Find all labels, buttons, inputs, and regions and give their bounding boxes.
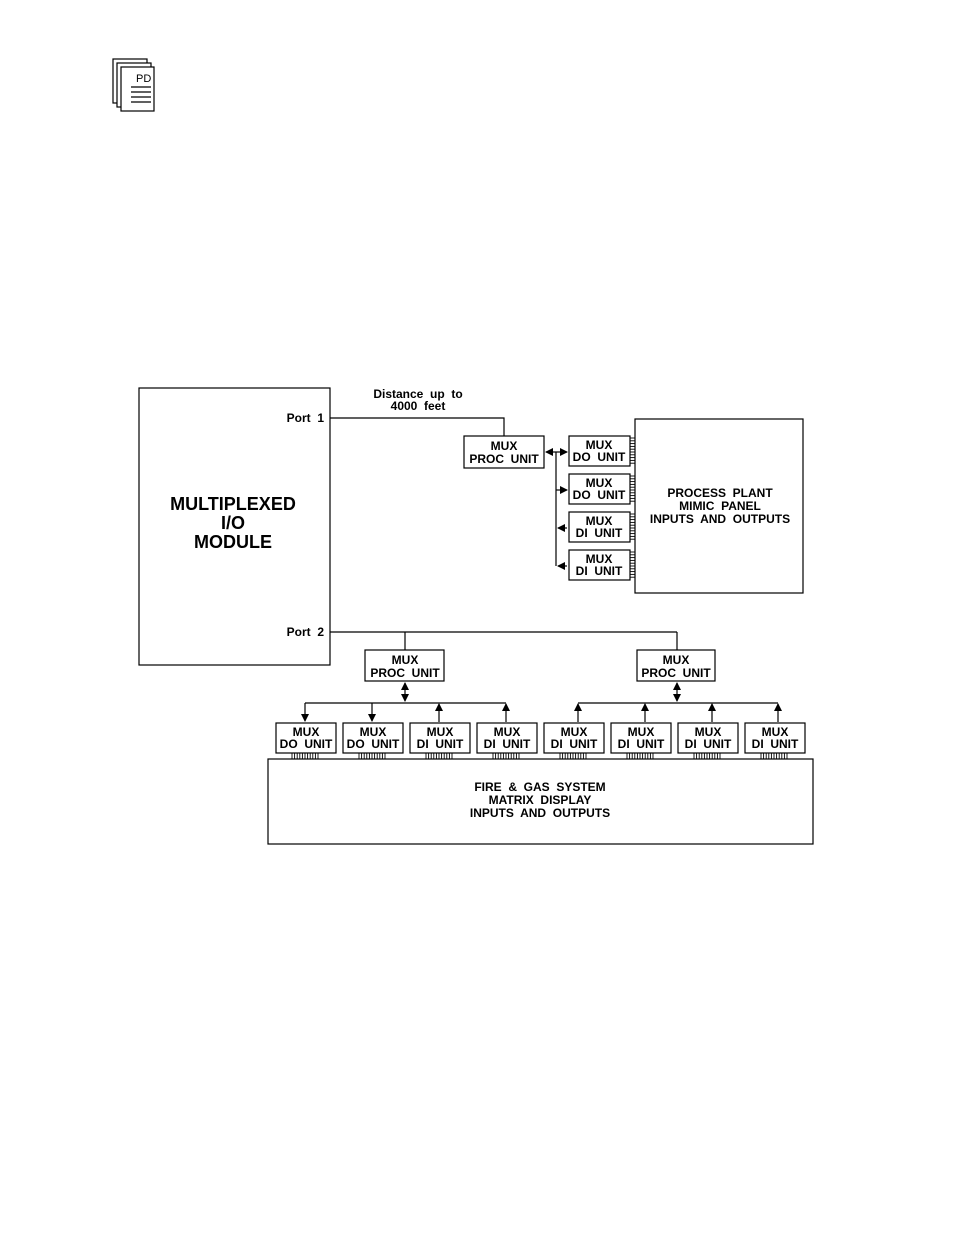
unit-label-line-2: DO UNIT bbox=[573, 450, 626, 464]
fire-gas-line-1: FIRE & GAS SYSTEM bbox=[474, 780, 605, 794]
unit-label-line-2: DO UNIT bbox=[573, 488, 626, 502]
lower-di-unit-1: MUX DI UNIT bbox=[409, 722, 471, 754]
distance-note-line-2: 4000 feet bbox=[391, 399, 446, 413]
lower-left-bus bbox=[301, 682, 510, 722]
unit-label-line-2: DI UNIT bbox=[417, 737, 464, 751]
upper-di-unit-2: MUX DI UNIT bbox=[568, 549, 631, 581]
upper-connector-combs bbox=[630, 437, 635, 578]
upper-do-unit-1: MUX DO UNIT bbox=[568, 435, 631, 467]
lower-di-unit-4: MUX DI UNIT bbox=[610, 722, 672, 754]
unit-label-line-1: MUX bbox=[695, 725, 722, 739]
lower-right-bus bbox=[574, 682, 782, 722]
unit-label-line-1: MUX bbox=[293, 725, 320, 739]
unit-label-line-1: MUX bbox=[628, 725, 655, 739]
lower-di-unit-2: MUX DI UNIT bbox=[476, 722, 538, 754]
process-panel-line-3: INPUTS AND OUTPUTS bbox=[650, 512, 790, 526]
proc-unit-label-line-2: PROC UNIT bbox=[641, 666, 711, 680]
unit-label-line-1: MUX bbox=[586, 476, 613, 490]
proc-unit-label-line-2: PROC UNIT bbox=[370, 666, 440, 680]
document-icon-text: PD bbox=[136, 73, 151, 85]
unit-label-line-2: DI UNIT bbox=[484, 737, 531, 751]
unit-label-line-2: DI UNIT bbox=[685, 737, 732, 751]
unit-label-line-2: DI UNIT bbox=[576, 564, 623, 578]
unit-label-line-1: MUX bbox=[360, 725, 387, 739]
fire-gas-line-3: INPUTS AND OUTPUTS bbox=[470, 806, 610, 820]
unit-label-line-1: MUX bbox=[586, 552, 613, 566]
upper-di-unit-1: MUX DI UNIT bbox=[568, 511, 631, 543]
fire-gas-line-2: MATRIX DISPLAY bbox=[489, 793, 592, 807]
unit-label-line-1: MUX bbox=[586, 438, 613, 452]
unit-label-line-2: DI UNIT bbox=[752, 737, 799, 751]
unit-label-line-2: DO UNIT bbox=[280, 737, 333, 751]
lower-connector-combs bbox=[291, 753, 788, 759]
document-icon: PD bbox=[112, 58, 155, 112]
proc-unit-label-line-2: PROC UNIT bbox=[469, 452, 539, 466]
unit-label-line-1: MUX bbox=[494, 725, 521, 739]
proc-unit-port-2-left: MUX PROC UNIT bbox=[364, 649, 445, 682]
lower-di-unit-5: MUX DI UNIT bbox=[677, 722, 739, 754]
upper-do-unit-2: MUX DO UNIT bbox=[568, 473, 631, 505]
process-panel-line-2: MIMIC PANEL bbox=[679, 499, 761, 513]
port-1-label: Port 1 bbox=[287, 411, 325, 425]
fire-gas-matrix-panel: FIRE & GAS SYSTEM MATRIX DISPLAY INPUTS … bbox=[267, 758, 814, 845]
unit-label-line-1: MUX bbox=[586, 514, 613, 528]
port-2-connection bbox=[330, 631, 678, 650]
process-plant-mimic-panel: PROCESS PLANT MIMIC PANEL INPUTS AND OUT… bbox=[634, 418, 804, 594]
port-1-connection bbox=[330, 417, 505, 436]
unit-label-line-1: MUX bbox=[427, 725, 454, 739]
distance-note-line-1: Distance up to bbox=[373, 387, 462, 401]
proc-unit-port-1: MUX PROC UNIT bbox=[463, 435, 545, 469]
module-title-line-1: MULTIPLEXED bbox=[170, 494, 296, 514]
unit-label-line-2: DO UNIT bbox=[347, 737, 400, 751]
unit-label-line-2: DI UNIT bbox=[551, 737, 598, 751]
lower-di-unit-3: MUX DI UNIT bbox=[543, 722, 605, 754]
multiplexed-io-module: MULTIPLEXED I/O MODULE Port 1 Port 2 bbox=[138, 387, 331, 666]
process-panel-line-1: PROCESS PLANT bbox=[667, 486, 773, 500]
proc-unit-port-2-right: MUX PROC UNIT bbox=[636, 649, 716, 682]
proc-unit-label-line-1: MUX bbox=[392, 653, 419, 667]
unit-label-line-1: MUX bbox=[762, 725, 789, 739]
module-title-line-2: I/O bbox=[221, 513, 245, 533]
port-2-label: Port 2 bbox=[287, 625, 325, 639]
proc-unit-label-line-1: MUX bbox=[663, 653, 690, 667]
lower-di-unit-6: MUX DI UNIT bbox=[744, 722, 806, 754]
lower-do-unit-1: MUX DO UNIT bbox=[275, 722, 337, 754]
module-title-line-3: MODULE bbox=[194, 532, 272, 552]
lower-do-unit-2: MUX DO UNIT bbox=[342, 722, 404, 754]
unit-label-line-2: DI UNIT bbox=[618, 737, 665, 751]
unit-label-line-2: DI UNIT bbox=[576, 526, 623, 540]
proc-unit-label-line-1: MUX bbox=[491, 439, 518, 453]
upper-bus bbox=[545, 448, 568, 570]
unit-label-line-1: MUX bbox=[561, 725, 588, 739]
